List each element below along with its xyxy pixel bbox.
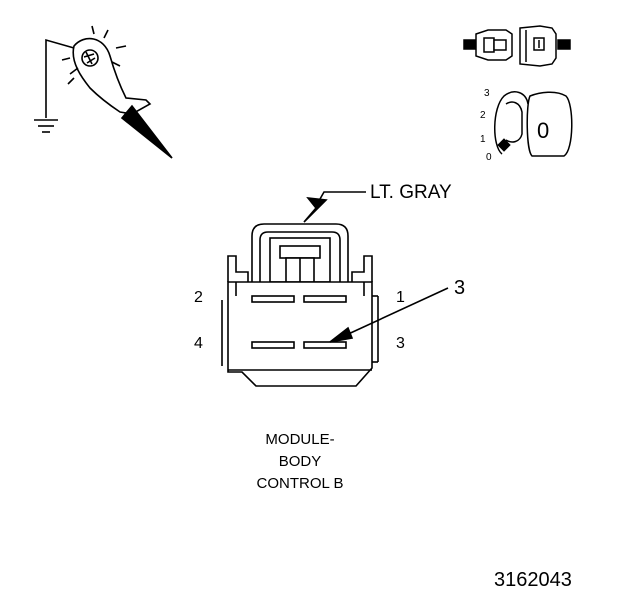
ignition-position-1: 1 xyxy=(480,134,486,145)
connector-name-line3: CONTROL B xyxy=(257,475,344,492)
pin-slot-4 xyxy=(251,341,295,349)
pin-slot-3 xyxy=(303,341,347,349)
callout-arrow xyxy=(329,287,449,343)
pin-label-3: 3 xyxy=(396,335,405,352)
body-control-b-connector xyxy=(221,223,379,387)
pin-slot-1 xyxy=(303,295,347,303)
connector-name-line2: BODY xyxy=(279,453,322,470)
connector-name-line1: MODULE- xyxy=(265,431,334,448)
ignition-position-3: 3 xyxy=(484,88,490,99)
ignition-position-0: 0 xyxy=(486,152,492,163)
wire-color-label: LT. GRAY xyxy=(370,182,452,203)
callout-number: 3 xyxy=(454,277,465,299)
test-probe-ground-icon xyxy=(34,25,173,159)
pin-label-2: 2 xyxy=(194,289,203,306)
pin-slot-2 xyxy=(251,295,295,303)
ignition-position-2: 2 xyxy=(480,110,486,121)
wire-color-leader xyxy=(303,191,366,223)
disconnected-connector-icon xyxy=(463,25,571,67)
ignition-key-off-icon xyxy=(494,91,573,157)
figure-number: 3162043 xyxy=(494,569,572,591)
ignition-key-label: 0 xyxy=(537,118,549,143)
pin-label-1: 1 xyxy=(396,289,405,306)
pin-label-4: 4 xyxy=(194,335,203,352)
